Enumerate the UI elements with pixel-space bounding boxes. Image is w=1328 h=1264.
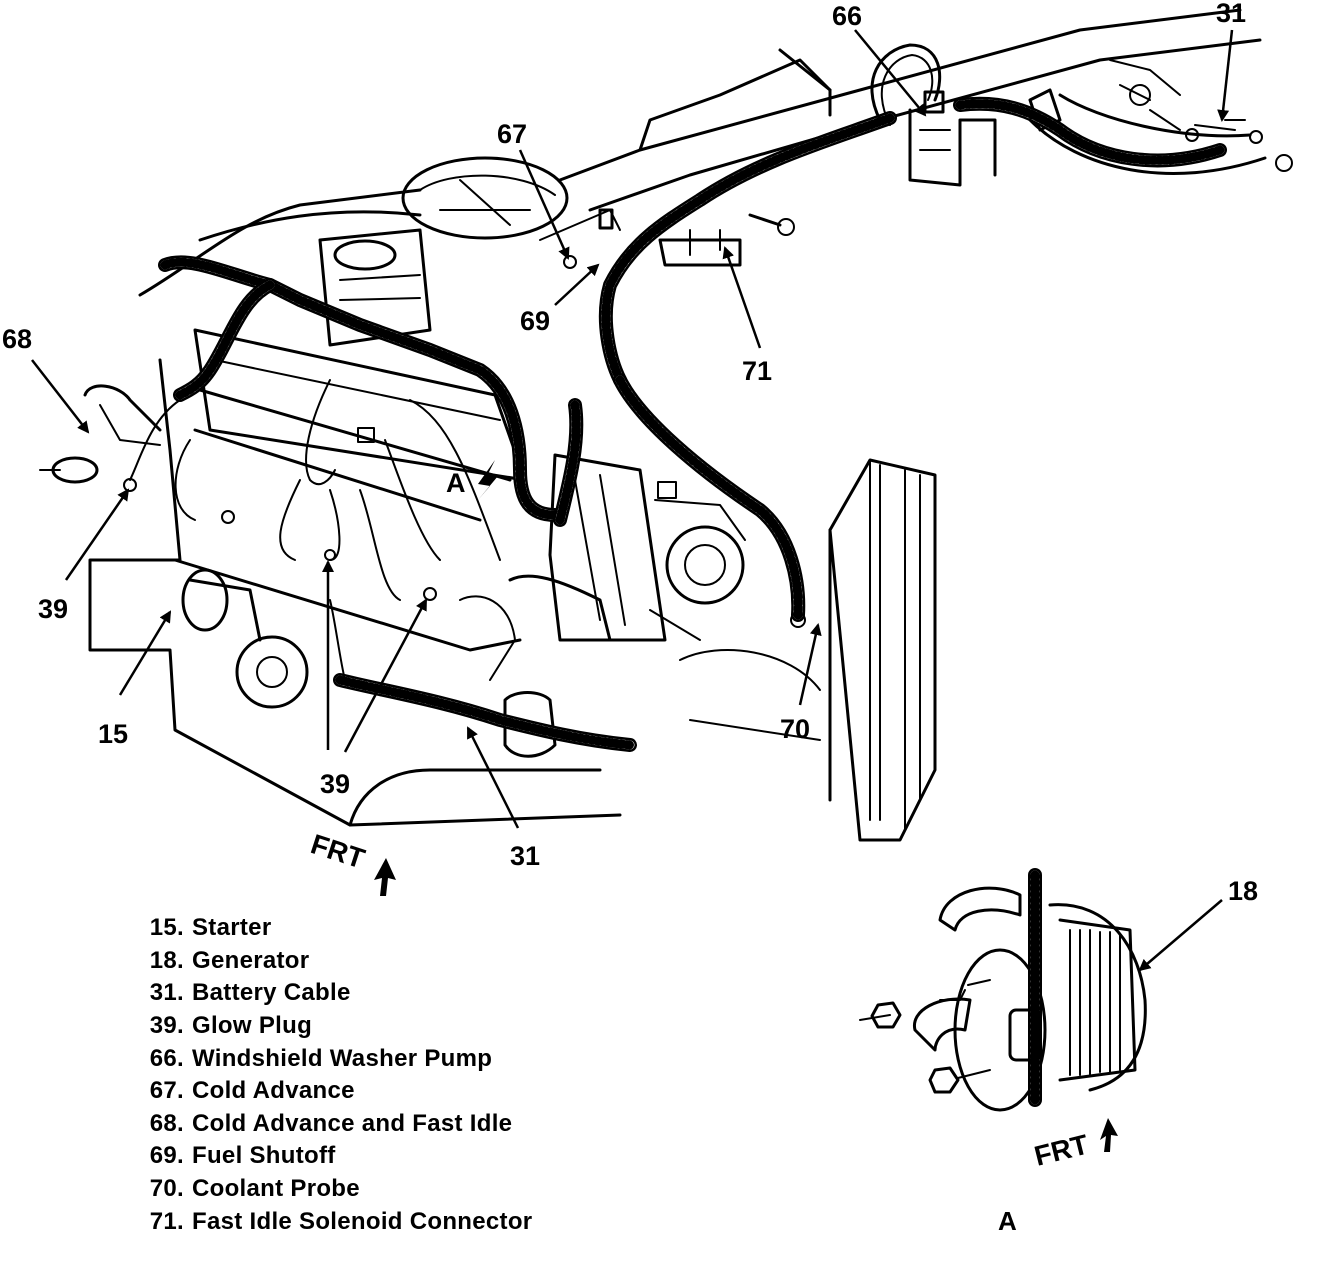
callout-15: 15 — [98, 719, 128, 749]
legend-item-label: Cold Advance and Fast Idle — [192, 1109, 513, 1137]
engine-compartment-drawing — [39, 8, 1293, 842]
callout-31-top: 31 — [1216, 0, 1246, 28]
legend-item-label: Generator — [192, 946, 310, 974]
callout-68: 68 — [2, 324, 32, 354]
legend-item: 66. Windshield Washer Pump — [132, 1042, 652, 1075]
view-a-marker: A — [446, 468, 466, 498]
callout-67: 67 — [497, 119, 527, 149]
legend-item-number: 66. — [149, 1044, 184, 1072]
glow-plug-wires — [123, 208, 806, 681]
callout-71: 71 — [742, 356, 772, 386]
legend-item-label: Windshield Washer Pump — [192, 1044, 493, 1072]
legend-item-label: Glow Plug — [192, 1012, 313, 1040]
callout-69: 69 — [520, 306, 550, 336]
legend-item: 18. Generator — [132, 945, 652, 978]
legend-item-label: Fuel Shutoff — [192, 1142, 336, 1170]
legend-item-number: 18. — [149, 946, 184, 974]
legend-item: 15. Starter — [132, 912, 652, 945]
callout-66: 66 — [832, 1, 862, 31]
legend-item: 70. Coolant Probe — [132, 1173, 652, 1206]
callout-70: 70 — [780, 714, 810, 744]
frt-label-detail: FRT — [1031, 1129, 1091, 1172]
frt-arrow-detail-icon — [1100, 1118, 1118, 1152]
frt-label-main: FRT — [307, 828, 368, 874]
callout-leaders — [31, 29, 1234, 972]
legend-item-label: Fast Idle Solenoid Connector — [192, 1207, 533, 1235]
legend-item-number: 70. — [149, 1175, 184, 1203]
wiring-harness-main — [158, 43, 1267, 752]
legend-item: 71. Fast Idle Solenoid Connector — [132, 1205, 652, 1238]
legend-item-number: 69. — [149, 1142, 184, 1170]
callout-18: 18 — [1228, 876, 1258, 906]
callout-39-bottom: 39 — [320, 769, 350, 799]
legend-item: 68. Cold Advance and Fast Idle — [132, 1108, 652, 1141]
legend-item: 39. Glow Plug — [132, 1010, 652, 1043]
callout-39-left: 39 — [38, 594, 68, 624]
legend-item-label: Battery Cable — [192, 979, 351, 1007]
legend-item: 69. Fuel Shutoff — [132, 1140, 652, 1173]
legend-item: 31. Battery Cable — [132, 977, 652, 1010]
legend-item-label: Cold Advance — [192, 1077, 355, 1105]
legend-item-number: 15. — [149, 914, 184, 942]
front-indicator-main: FRT — [307, 828, 396, 896]
parts-legend: 15. Starter 18. Generator 31. Battery Cable 39… — [132, 912, 652, 1238]
legend-item-number: 67. — [149, 1077, 184, 1105]
legend-item-number: 71. — [149, 1207, 184, 1235]
callout-31-bottom: 31 — [510, 841, 540, 871]
frt-arrow-main-icon — [374, 858, 396, 896]
legend-item-number: 39. — [149, 1012, 184, 1040]
legend-item-number: 31. — [149, 979, 184, 1007]
detail-view-a: FRT A — [859, 868, 1147, 1236]
legend-item-label: Coolant Probe — [192, 1175, 360, 1203]
legend-item-number: 68. — [149, 1109, 184, 1137]
legend-item-label: Starter — [192, 914, 272, 942]
legend-item: 67. Cold Advance — [132, 1075, 652, 1108]
detail-view-label: A — [998, 1206, 1017, 1236]
